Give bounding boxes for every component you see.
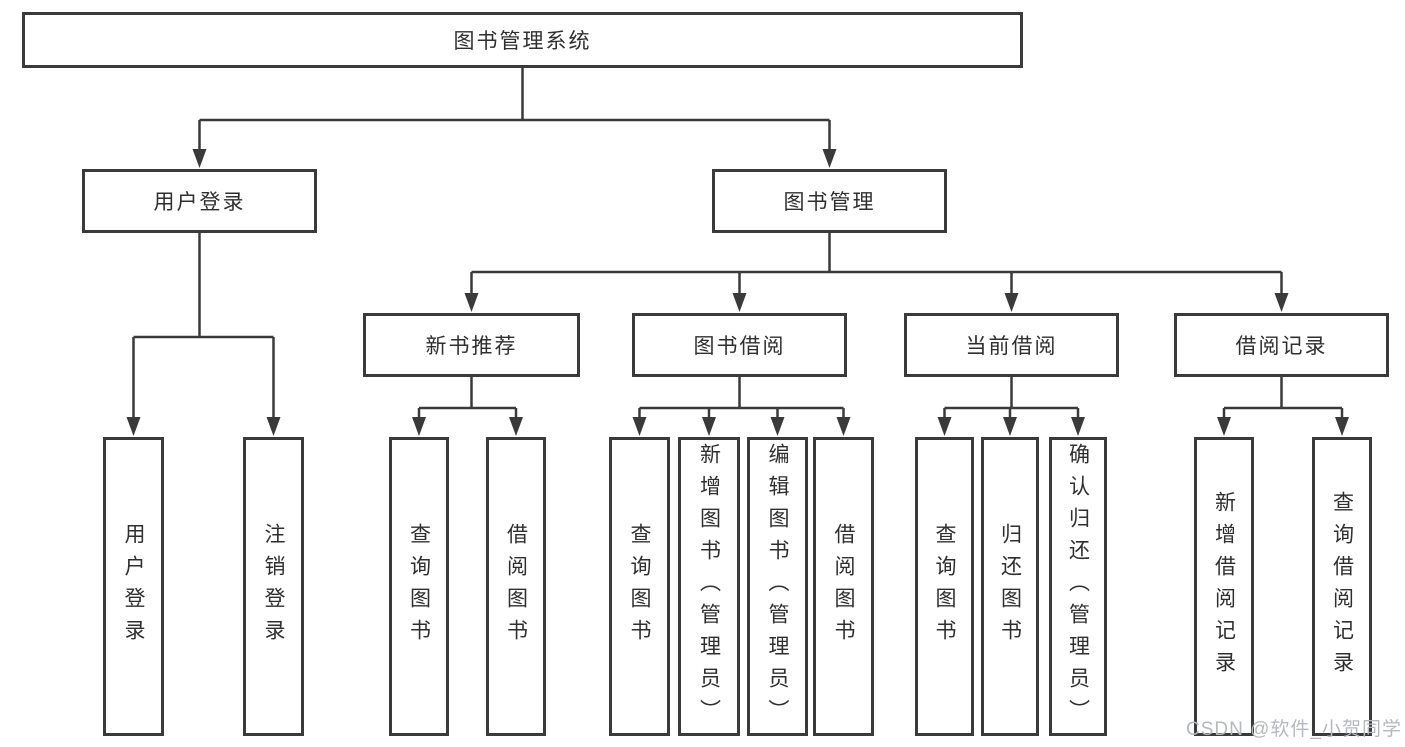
node-label: 图书管理 (783, 191, 876, 214)
leaf-user-login: 用户登录 (103, 437, 164, 736)
leaf-logout-login: 注销登录 (243, 437, 304, 736)
leaf-edit-book-admin: 编辑图书（管理员） (747, 437, 808, 736)
leaf-query-books-borrow: 查询图书 (609, 437, 670, 736)
node-new-book-recommend: 新书推荐 (363, 313, 580, 377)
leaf-label: 借阅图书 (832, 522, 855, 651)
leaf-label: 注销登录 (262, 522, 285, 651)
leaf-query-books-current: 查询图书 (915, 437, 974, 736)
leaf-return-books: 归还图书 (981, 437, 1039, 736)
leaf-label: 查询图书 (933, 522, 956, 651)
leaf-confirm-return-admin: 确认归还（管理员） (1049, 437, 1107, 736)
leaf-query-borrow-record: 查询借阅记录 (1312, 437, 1372, 736)
leaf-label: 归还图书 (998, 522, 1022, 651)
leaf-label: 用户登录 (122, 522, 145, 651)
leaf-label: 新增借阅记录 (1212, 490, 1236, 683)
leaf-borrow-books-recommend: 借阅图书 (486, 437, 546, 736)
leaf-label: 查询图书 (628, 522, 651, 651)
node-user-login: 用户登录 (82, 169, 317, 233)
node-root: 图书管理系统 (22, 12, 1023, 68)
leaf-label: 查询借阅记录 (1330, 490, 1354, 683)
leaf-label: 查询图书 (407, 522, 431, 651)
watermark: CSDN @软件_小贺同学 (1186, 719, 1402, 740)
leaf-label: 新增图书（管理员） (697, 442, 721, 731)
node-book-borrow: 图书借阅 (632, 313, 847, 377)
leaf-label: 借阅图书 (504, 522, 528, 651)
leaf-add-book-admin: 新增图书（管理员） (678, 437, 740, 736)
node-label: 当前借阅 (965, 335, 1058, 358)
leaf-add-borrow-record: 新增借阅记录 (1194, 437, 1254, 736)
leaf-borrow-books: 借阅图书 (813, 437, 874, 736)
node-label: 借阅记录 (1235, 335, 1328, 358)
leaf-query-books-recommend: 查询图书 (389, 437, 449, 736)
leaf-label: 编辑图书（管理员） (766, 442, 789, 731)
node-borrow-records: 借阅记录 (1174, 313, 1389, 377)
node-label: 图书借阅 (693, 335, 786, 358)
node-book-management: 图书管理 (712, 169, 947, 233)
node-current-borrow: 当前借阅 (904, 313, 1119, 377)
node-label: 用户登录 (153, 191, 246, 214)
node-label: 图书管理系统 (453, 30, 592, 53)
leaf-label: 确认归还（管理员） (1066, 442, 1090, 731)
node-label: 新书推荐 (425, 335, 518, 358)
